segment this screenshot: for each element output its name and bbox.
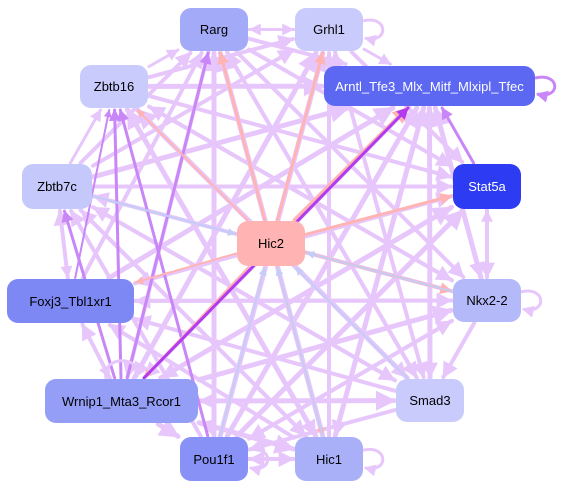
node-hic1[interactable]: Hic1	[295, 437, 363, 481]
node-nkx2-2[interactable]: Nkx2-2	[453, 279, 521, 322]
edge-zbtb16-to-hic1	[125, 107, 318, 437]
edge-hic2-to-rarg	[217, 51, 267, 222]
edge-foxj3-to-wrnip1	[80, 322, 111, 379]
edge-hic1-to-hic2	[275, 267, 324, 437]
node-pou1f1[interactable]: Pou1f1	[180, 437, 248, 481]
edge-hic2-to-stat5a	[304, 192, 453, 236]
edge-nkx22-to-hic2	[306, 250, 453, 293]
node-zbtb16[interactable]: Zbtb16	[80, 65, 148, 108]
node-arntl-tfe3-mlx-mitf-mlxipl-tfec[interactable]: Arntl_Tfe3_Mlx_Mitf_Mlxipl_Tfec	[324, 66, 535, 106]
self-loop-group	[104, 18, 557, 477]
node-wrnip1-mta3-rcor1[interactable]: Wrnip1_Mta3_Rcor1	[45, 379, 198, 423]
edge-smad3-to-hic2	[294, 267, 409, 379]
self-loop-amtl	[534, 75, 557, 103]
edge-zbtb7c-to-zbtb16	[68, 108, 103, 165]
self-loop-wrnip1	[104, 359, 146, 380]
edge-zbtb16-to-rarg	[147, 48, 180, 68]
node-foxj3-tbl1xr1[interactable]: Foxj3_Tbl1xr1	[7, 279, 134, 323]
self-loop-hic1	[362, 447, 385, 477]
self-loop-grhl1	[362, 18, 385, 47]
edge-stat5a-to-amtl	[440, 106, 476, 165]
self-loop-pou1f1	[247, 447, 270, 477]
edge-rarg-to-amtl	[247, 36, 348, 69]
node-zbtb7c[interactable]: Zbtb7c	[22, 164, 92, 209]
edge-hic1-to-wrnip1	[198, 419, 296, 452]
edge-foxj3-to-zbtb16	[74, 109, 112, 279]
edge-pou1f1-to-amtl	[224, 105, 420, 439]
self-loop-nkx22	[520, 289, 543, 318]
edge-wrnip1-to-pou1f1	[155, 418, 181, 439]
node-rarg[interactable]: Rarg	[180, 8, 248, 51]
node-hic2[interactable]: Hic2	[237, 221, 305, 266]
node-grhl1[interactable]: Grhl1	[295, 8, 363, 51]
edge-foxj3-to-amtl	[106, 105, 396, 281]
edge-hic1-to-foxj3	[107, 323, 296, 440]
edge-hic2-to-zbtb16	[136, 109, 249, 221]
edge-zbtb7c-to-smad3	[91, 205, 396, 382]
edge-hic2-to-grhl1	[275, 51, 326, 222]
edge-group	[53, 23, 495, 467]
node-stat5a[interactable]: Stat5a	[453, 164, 521, 209]
edge-rarg-to-smad3	[225, 50, 419, 379]
edge-zbtb16-to-nkx22	[147, 104, 453, 282]
edge-zbtb7c-to-foxj3	[58, 208, 73, 279]
edge-zbtb7c-to-hic2	[92, 195, 236, 236]
edge-pou1f1-to-hic2	[219, 267, 267, 437]
edge-amtl-to-smad3	[421, 105, 438, 379]
edge-stat5a-to-wrnip1	[160, 205, 454, 379]
edge-hic2-to-foxj3	[135, 252, 237, 285]
edge-nkx22-to-smad3	[441, 321, 477, 379]
edge-wrnip1-to-zbtb16	[108, 108, 123, 380]
edge-grhl1-to-amtl	[362, 47, 392, 66]
edge-grhl1-to-wrnip1	[132, 50, 319, 379]
node-smad3[interactable]: Smad3	[396, 379, 464, 422]
